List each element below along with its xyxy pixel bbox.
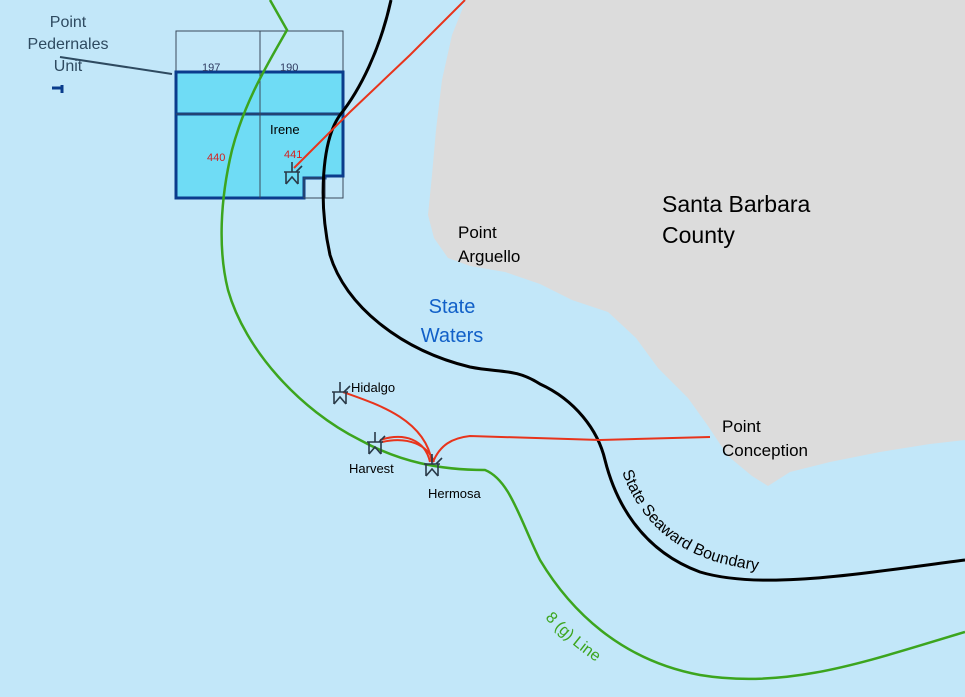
platform-icons	[284, 162, 443, 477]
point-arguello-line2: Arguello	[458, 247, 520, 266]
unit-leader-line	[59, 56, 173, 75]
tract-441: 441	[284, 149, 302, 161]
county-label-line2: County	[662, 222, 735, 248]
land-santa-barbara	[428, 0, 965, 486]
state-waters-line2: Waters	[421, 325, 484, 347]
county-label-line1: Santa Barbara	[662, 191, 811, 217]
oil-platform-icon	[332, 382, 351, 405]
8g-line[interactable]	[220, 0, 965, 681]
unit-label-line1: Point	[50, 14, 87, 31]
platform-hermosa-label: Hermosa	[428, 486, 482, 501]
oil-platform-icon	[284, 162, 303, 185]
platform-irene-label: Irene	[270, 122, 300, 137]
tract-440: 440	[207, 152, 225, 164]
platform-hidalgo-label: Hidalgo	[351, 380, 395, 395]
oil-platform-icon	[424, 454, 443, 477]
tract-197: 197	[202, 62, 220, 74]
point-conception-line2: Conception	[722, 441, 808, 460]
state-waters-line1: State	[429, 296, 476, 318]
point-arguello-line1: Point	[458, 223, 497, 242]
point-conception-line1: Point	[722, 417, 761, 436]
tract-190: 190	[280, 62, 298, 74]
oil-platform-icon	[367, 432, 386, 455]
platform-harvest-label: Harvest	[349, 461, 394, 476]
unit-label-line3: Unit	[54, 58, 83, 75]
unit-label-line2: Pedernales	[28, 36, 109, 53]
small-marker-icon	[52, 85, 64, 93]
